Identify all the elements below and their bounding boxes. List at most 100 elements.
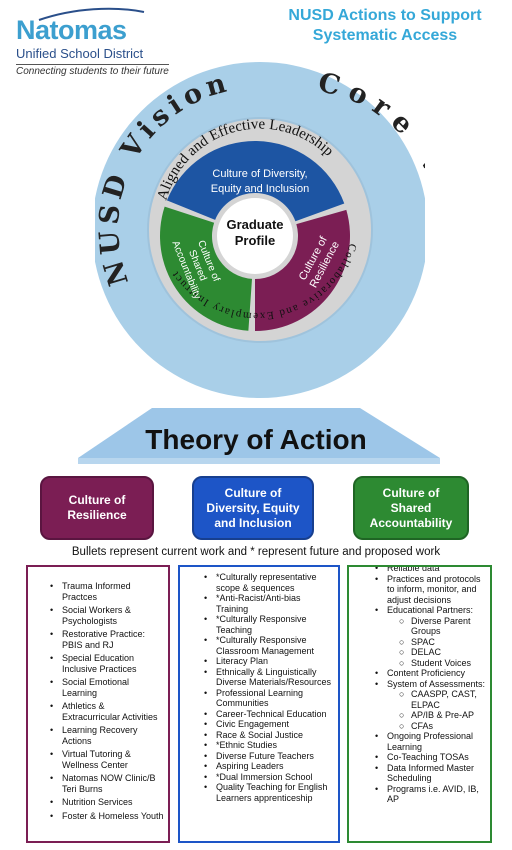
list-item-text: DELAC (411, 647, 442, 657)
list-item: •Co-Teaching TOSAs (375, 752, 486, 763)
bullet-icon: • (50, 629, 54, 639)
bullet-icon: • (375, 573, 379, 584)
center-label-1: Graduate (226, 217, 283, 232)
list-item-text: *Anti-Racist/Anti-bias Training (216, 593, 301, 614)
bullet-icon: ○ (399, 689, 405, 699)
list-item-text: *Culturally Responsive Teaching (216, 614, 307, 635)
list-item: •*Ethnic Studies (204, 740, 334, 751)
bullet-icon: • (375, 731, 379, 741)
bullet-icon: • (50, 773, 54, 783)
list-item-text: Professional Learning Communities (216, 687, 304, 709)
list-item-text: Ongoing Professional Learning (387, 731, 474, 752)
list-item-text: CAASPP, CAST, ELPAC (411, 689, 477, 710)
diversity-label-2: Equity and Inclusion (211, 183, 309, 195)
bullet-icon: • (204, 771, 208, 782)
bullet-icon: ○ (399, 636, 405, 647)
bullet-icon: • (50, 677, 54, 687)
bullet-icon: ○ (399, 657, 405, 668)
list-item: • *Culturally representative scope & sequ… (204, 572, 334, 593)
list-item-text: Programs i.e. AVID, IB, AP (387, 783, 479, 805)
list-item-text: Diverse Future Teachers (216, 750, 314, 761)
diversity-label-1: Culture of Diversity, (212, 168, 307, 180)
bullet-icon: • (375, 565, 379, 573)
bullet-icon: • (204, 666, 208, 677)
list-item-text: Social Emotional Learning (62, 677, 130, 698)
list-item-text: System of Assessments: (387, 678, 486, 689)
list-item: •Diverse Future Teachers (204, 750, 334, 762)
vision-diagram: NUSD Vision Core Values Aligned and Effe… (95, 58, 425, 398)
bullet-icon: • (50, 797, 54, 807)
list-item: • *Anti-Racist/Anti-bias Training (204, 593, 334, 614)
list-item: •Social Workers & Psychologists (50, 605, 164, 626)
list-item: • Ethnically & Linguistically Diverse Mat… (204, 666, 334, 688)
bullet-icon: • (204, 593, 208, 603)
district-logo: Natomas Unified School District Connecti… (14, 6, 174, 77)
list-item-text: *Dual Immersion School (216, 771, 313, 782)
list-item-text: CFAs (411, 720, 434, 731)
bullet-icon: • (204, 687, 208, 698)
list-item-text: Restorative Practice: PBIS and RJ (62, 629, 146, 650)
list-item: ○ Diverse Parent Groups (399, 615, 486, 637)
swoosh-icon (38, 7, 145, 21)
culture-accountability-box: Culture of Shared Accountability (353, 476, 469, 540)
bullet-icon: • (375, 668, 379, 678)
list-item-text: Learning Recovery Actions (62, 725, 138, 746)
list-item: • Aspiring Leaders (204, 761, 334, 772)
list-item: •Quality Teaching for English Learners a… (204, 782, 334, 803)
list-item-text: Race & Social Justice (216, 729, 304, 740)
list-item: •Race & Social Justice (204, 729, 334, 741)
list-item-text: Reliable data (387, 565, 440, 573)
culture-accountability-label: Culture of Shared Accountability (369, 485, 453, 530)
list-item-text: Foster & Homeless Youth (62, 810, 164, 821)
list-item-text: *Culturally representative scope & seque… (216, 572, 317, 593)
theory-of-action-title: Theory of Action (145, 424, 367, 455)
list-item: •Data Informed Master Scheduling (375, 763, 486, 784)
list-item: ○ DELAC (399, 647, 486, 658)
bullet-icon: ○ (399, 710, 405, 720)
resilience-column: • Trauma Informed Practces •Social Workers… (26, 565, 170, 843)
list-item: • Practices and protocols to inform, moni… (375, 573, 486, 606)
bullet-icon: • (204, 708, 208, 719)
bullet-icon: ○ (399, 615, 405, 626)
list-item-text: Literacy Plan (216, 656, 269, 666)
list-item-text: Ethnically & Linguistically Diverse Mate… (216, 666, 332, 688)
bullet-icon: • (204, 572, 208, 582)
list-item: • Learning Recovery Actions (50, 725, 164, 746)
list-item-text: Practices and protocols to inform, monit… (387, 573, 481, 605)
bullet-icon: • (375, 762, 379, 773)
list-item: •Content Proficiency (375, 668, 486, 679)
list-item: • Restorative Practice: PBIS and RJ (50, 629, 164, 650)
list-item-text: Diverse Parent Groups (411, 615, 471, 637)
list-item: •*Culturally Responsive Classroom Manage… (204, 635, 334, 656)
list-item: • Social Emotional Learning (50, 677, 164, 698)
bullet-icon: • (50, 605, 54, 615)
bullet-icon: • (50, 701, 54, 711)
bullet-icon: • (50, 810, 54, 821)
list-item-text: Trauma Informed Practces (62, 581, 131, 602)
list-item: • Reliable data (375, 565, 486, 574)
list-item-text: Student Voices (411, 657, 472, 668)
segment-diversity (166, 140, 345, 222)
segment-resilience (255, 209, 350, 331)
list-item: •Programs i.e. AVID, IB, AP (375, 783, 486, 805)
list-item-text: Aspiring Leaders (216, 761, 284, 771)
list-item: • Professional Learning Communities (204, 687, 334, 709)
bullet-icon: • (50, 725, 54, 735)
culture-diversity-label: Culture of Diversity, Equity and Inclusi… (206, 485, 300, 530)
bullet-icon: • (204, 740, 208, 750)
list-item: •Civic Engagement (204, 719, 334, 730)
diversity-column: • *Culturally representative scope & sequ… (178, 565, 340, 843)
center-circle (217, 198, 293, 274)
bullet-icon: • (204, 761, 208, 771)
bullet-icon: ○ (399, 647, 405, 657)
legend-note: Bullets represent current work and * rep… (71, 546, 441, 558)
bullet-icon: • (375, 678, 379, 689)
page-title: NUSD Actions to Support Systematic Acces… (288, 7, 482, 44)
bullet-icon: • (50, 581, 54, 591)
bullet-icon: • (50, 749, 54, 759)
bullet-icon: • (375, 605, 379, 615)
bullet-icon: • (204, 614, 208, 624)
bullet-icon: • (204, 719, 208, 729)
bullet-icon: • (50, 653, 54, 663)
bullet-icon: • (204, 656, 208, 666)
